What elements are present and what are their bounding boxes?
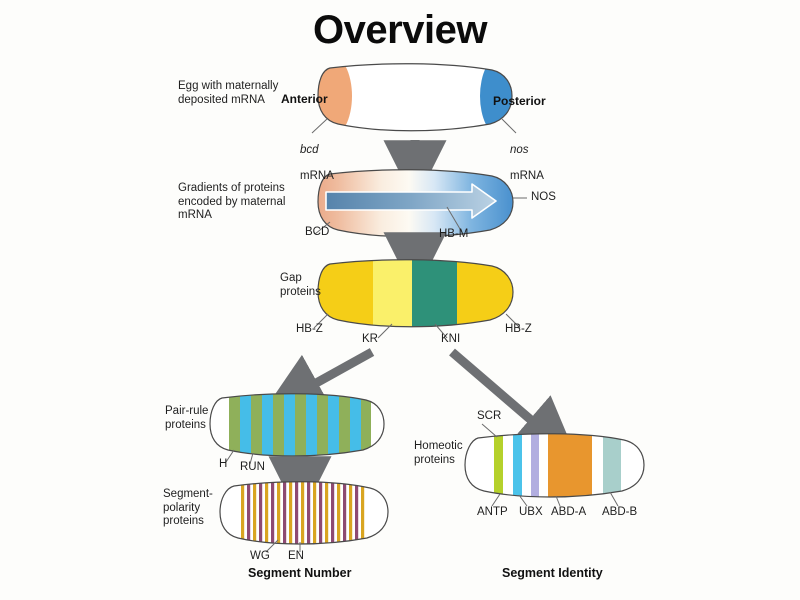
segment-polarity-stripes <box>241 481 365 544</box>
stage-label-homeotic: Homeotic proteins <box>414 440 463 466</box>
label-posterior: Posterior <box>493 94 546 108</box>
stage-label-gap: Gap proteins <box>280 272 321 298</box>
callout-hbm: HB-M <box>439 228 469 240</box>
embryo-segment-polarity <box>219 481 389 553</box>
embryo-homeotic <box>464 423 645 507</box>
callout-en: EN <box>288 550 304 562</box>
stage-label-egg: Egg with maternally deposited mRNA <box>178 80 279 106</box>
callout-bcd-kind: mRNA <box>300 170 334 182</box>
callout-h: H <box>219 458 228 470</box>
hbm-block-arrow <box>325 183 497 219</box>
callout-bcd-gene: bcd <box>300 144 319 156</box>
footer-segment-number: Segment Number <box>248 566 352 580</box>
callout-nos-mrna: nos mRNA <box>510 131 544 183</box>
pair-rule-stripes <box>229 393 371 456</box>
embryo-pair-rule <box>209 393 385 465</box>
callout-nos-kind: mRNA <box>510 170 544 182</box>
embryo-gradients <box>314 169 527 238</box>
callout-nos-gene: nos <box>510 144 529 156</box>
callout-bcd-mrna: bcd mRNA <box>300 131 334 183</box>
callout-kr: KR <box>362 333 378 345</box>
callout-kni: KNI <box>441 333 461 345</box>
embryo-gap <box>313 259 521 339</box>
label-anterior: Anterior <box>281 92 328 106</box>
callout-hbz-left: HB-Z <box>296 323 323 335</box>
callout-scr: SCR <box>477 410 502 422</box>
callout-hbz-right: HB-Z <box>505 323 532 335</box>
flow-arrow-gap-to-pairrule <box>262 348 375 413</box>
callout-run: RUN <box>240 461 265 473</box>
callout-antp: ANTP <box>477 506 508 518</box>
callout-nos: NOS <box>531 191 556 203</box>
footer-segment-identity: Segment Identity <box>502 566 603 580</box>
stage-label-gradients: Gradients of proteins encoded by materna… <box>178 182 286 221</box>
stage-label-pair-rule: Pair-rule proteins <box>165 405 209 431</box>
stage-label-segment-polarity: Segment- polarity proteins <box>163 488 213 527</box>
callout-ubx: UBX <box>519 506 543 518</box>
flow-arrow-gap-to-homeotic <box>449 348 578 461</box>
page-title: Overview <box>313 8 487 52</box>
callout-bcd: BCD <box>305 226 330 238</box>
callout-wg: WG <box>250 550 270 562</box>
callout-abd-b: ABD-B <box>602 506 638 518</box>
callout-abd-a: ABD-A <box>551 506 587 518</box>
